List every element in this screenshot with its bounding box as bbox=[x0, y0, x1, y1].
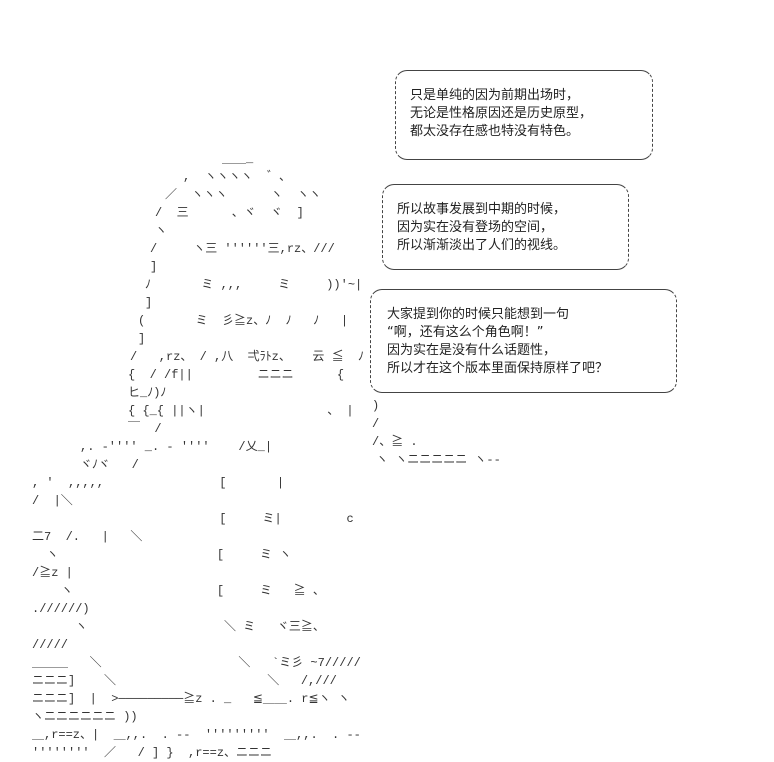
art-line: ＿＿＿ ＼ ＼ `ミ彡 ~7///// bbox=[32, 656, 361, 670]
bubble-text-line: “啊，还有这么个角色啊！” bbox=[387, 325, 544, 340]
bubble-text-line: 大家提到你的时候只能想到一句 bbox=[387, 307, 570, 322]
speech-bubble-2: 所以故事发展到中期的时候， 因为实在没有登场的空间， 所以渐渐淡出了人们的视线。 bbox=[382, 184, 629, 270]
art-line: ニニニ] ＼ ＼ /,/// bbox=[32, 674, 337, 688]
bubble-text-line: 因为实在是没有什么话题性， bbox=[387, 343, 557, 358]
art-line: ﾉ ミ ,,, ミ ))'~| ] bbox=[145, 278, 377, 310]
art-line: { / /f|| ニニニ { ヒ_ﾉ)ﾉ bbox=[128, 368, 359, 400]
art-line: ／ ヽヽヽ ヽ ヽヽ bbox=[165, 188, 322, 202]
art-line: ,. -'''' _. - '''' /乂_| ヾﾉヾ / bbox=[80, 440, 381, 472]
art-line: / ヽ三 ''''''三,rz、/// ] bbox=[150, 242, 371, 274]
bubble-text-line: 所以故事发展到中期的时候， bbox=[397, 202, 567, 217]
art-line: ヽ ヽニニニニニ ヽ‐‐ bbox=[376, 453, 501, 467]
art-line: , ヽヽヽヽ ゛、 bbox=[183, 170, 292, 184]
bubble-text-line: 因为实在没有登场的空间， bbox=[397, 220, 554, 235]
speech-bubble-1: 只是单纯的因为前期出场时， 无论是性格原因还是历史原型， 都太没存在感也特没有特… bbox=[395, 70, 653, 160]
art-line: / 三 、ヾ ヾ ] ヽ bbox=[155, 206, 355, 238]
art-line: /、≧ . bbox=[372, 435, 418, 449]
bubble-text-line: 都太没存在感也特没有特色。 bbox=[410, 124, 580, 139]
speech-bubble-3: 大家提到你的时候只能想到一句 “啊，还有这么个角色啊！” 因为实在是没有什么话题… bbox=[370, 289, 677, 393]
art-line: ヽ [ ミ ヽ /≧z | bbox=[32, 548, 400, 580]
art-line: { {_{ ||ヽ| 、 | ￣ / bbox=[128, 404, 376, 436]
art-line: / bbox=[372, 417, 380, 431]
art-line: ヽ [ ミ ≧ 、 .//////) bbox=[32, 584, 376, 616]
art-line: ニニニ] | >─────────≧z . _ ≦＿＿. r≦ヽ ヽ ヽニニニニ… bbox=[32, 692, 357, 724]
art-line: ヽ ＼ ミ ヾ三≧、 ///// bbox=[32, 620, 361, 652]
ascii-art-figure: ＿＿_ , ヽヽヽヽ ゛、 ／ ヽヽヽ ヽ ヽヽ / 三 、ヾ ヾ ] ヽ / … bbox=[20, 150, 365, 762]
bubble-text-line: 所以才在这个版本里面保持原样了吧？ bbox=[387, 361, 609, 376]
art-line: ＿＿_ bbox=[222, 152, 254, 166]
art-line: / ,rz、 / ,八 弌ﾗﾄz、 云 ≦ ﾉ bbox=[130, 350, 365, 364]
art-line: ＿,r==z、| ＿,,. . ‐‐ ''''''''' ＿,,. . ‐‐ '… bbox=[32, 728, 376, 760]
bubble-text-line: 无论是性格原因还是历史原型， bbox=[410, 106, 593, 121]
art-line: [ ミ| c二7 /. | ＼ bbox=[32, 512, 354, 544]
bubble-text-line: 所以渐渐淡出了人们的视线。 bbox=[397, 238, 567, 253]
art-line: ) bbox=[372, 399, 380, 413]
bubble-text-line: 只是单纯的因为前期出场时， bbox=[410, 88, 580, 103]
ascii-art-figure-right: ) / /、≧ . ヽ ヽニニニニニ ヽ‐‐ bbox=[372, 397, 762, 469]
art-line: , ' ,,,,, [ | / |＼ bbox=[32, 476, 407, 508]
art-line: ( ミ 彡≧z、ﾉ ﾉ ﾉ | ] bbox=[138, 314, 363, 346]
